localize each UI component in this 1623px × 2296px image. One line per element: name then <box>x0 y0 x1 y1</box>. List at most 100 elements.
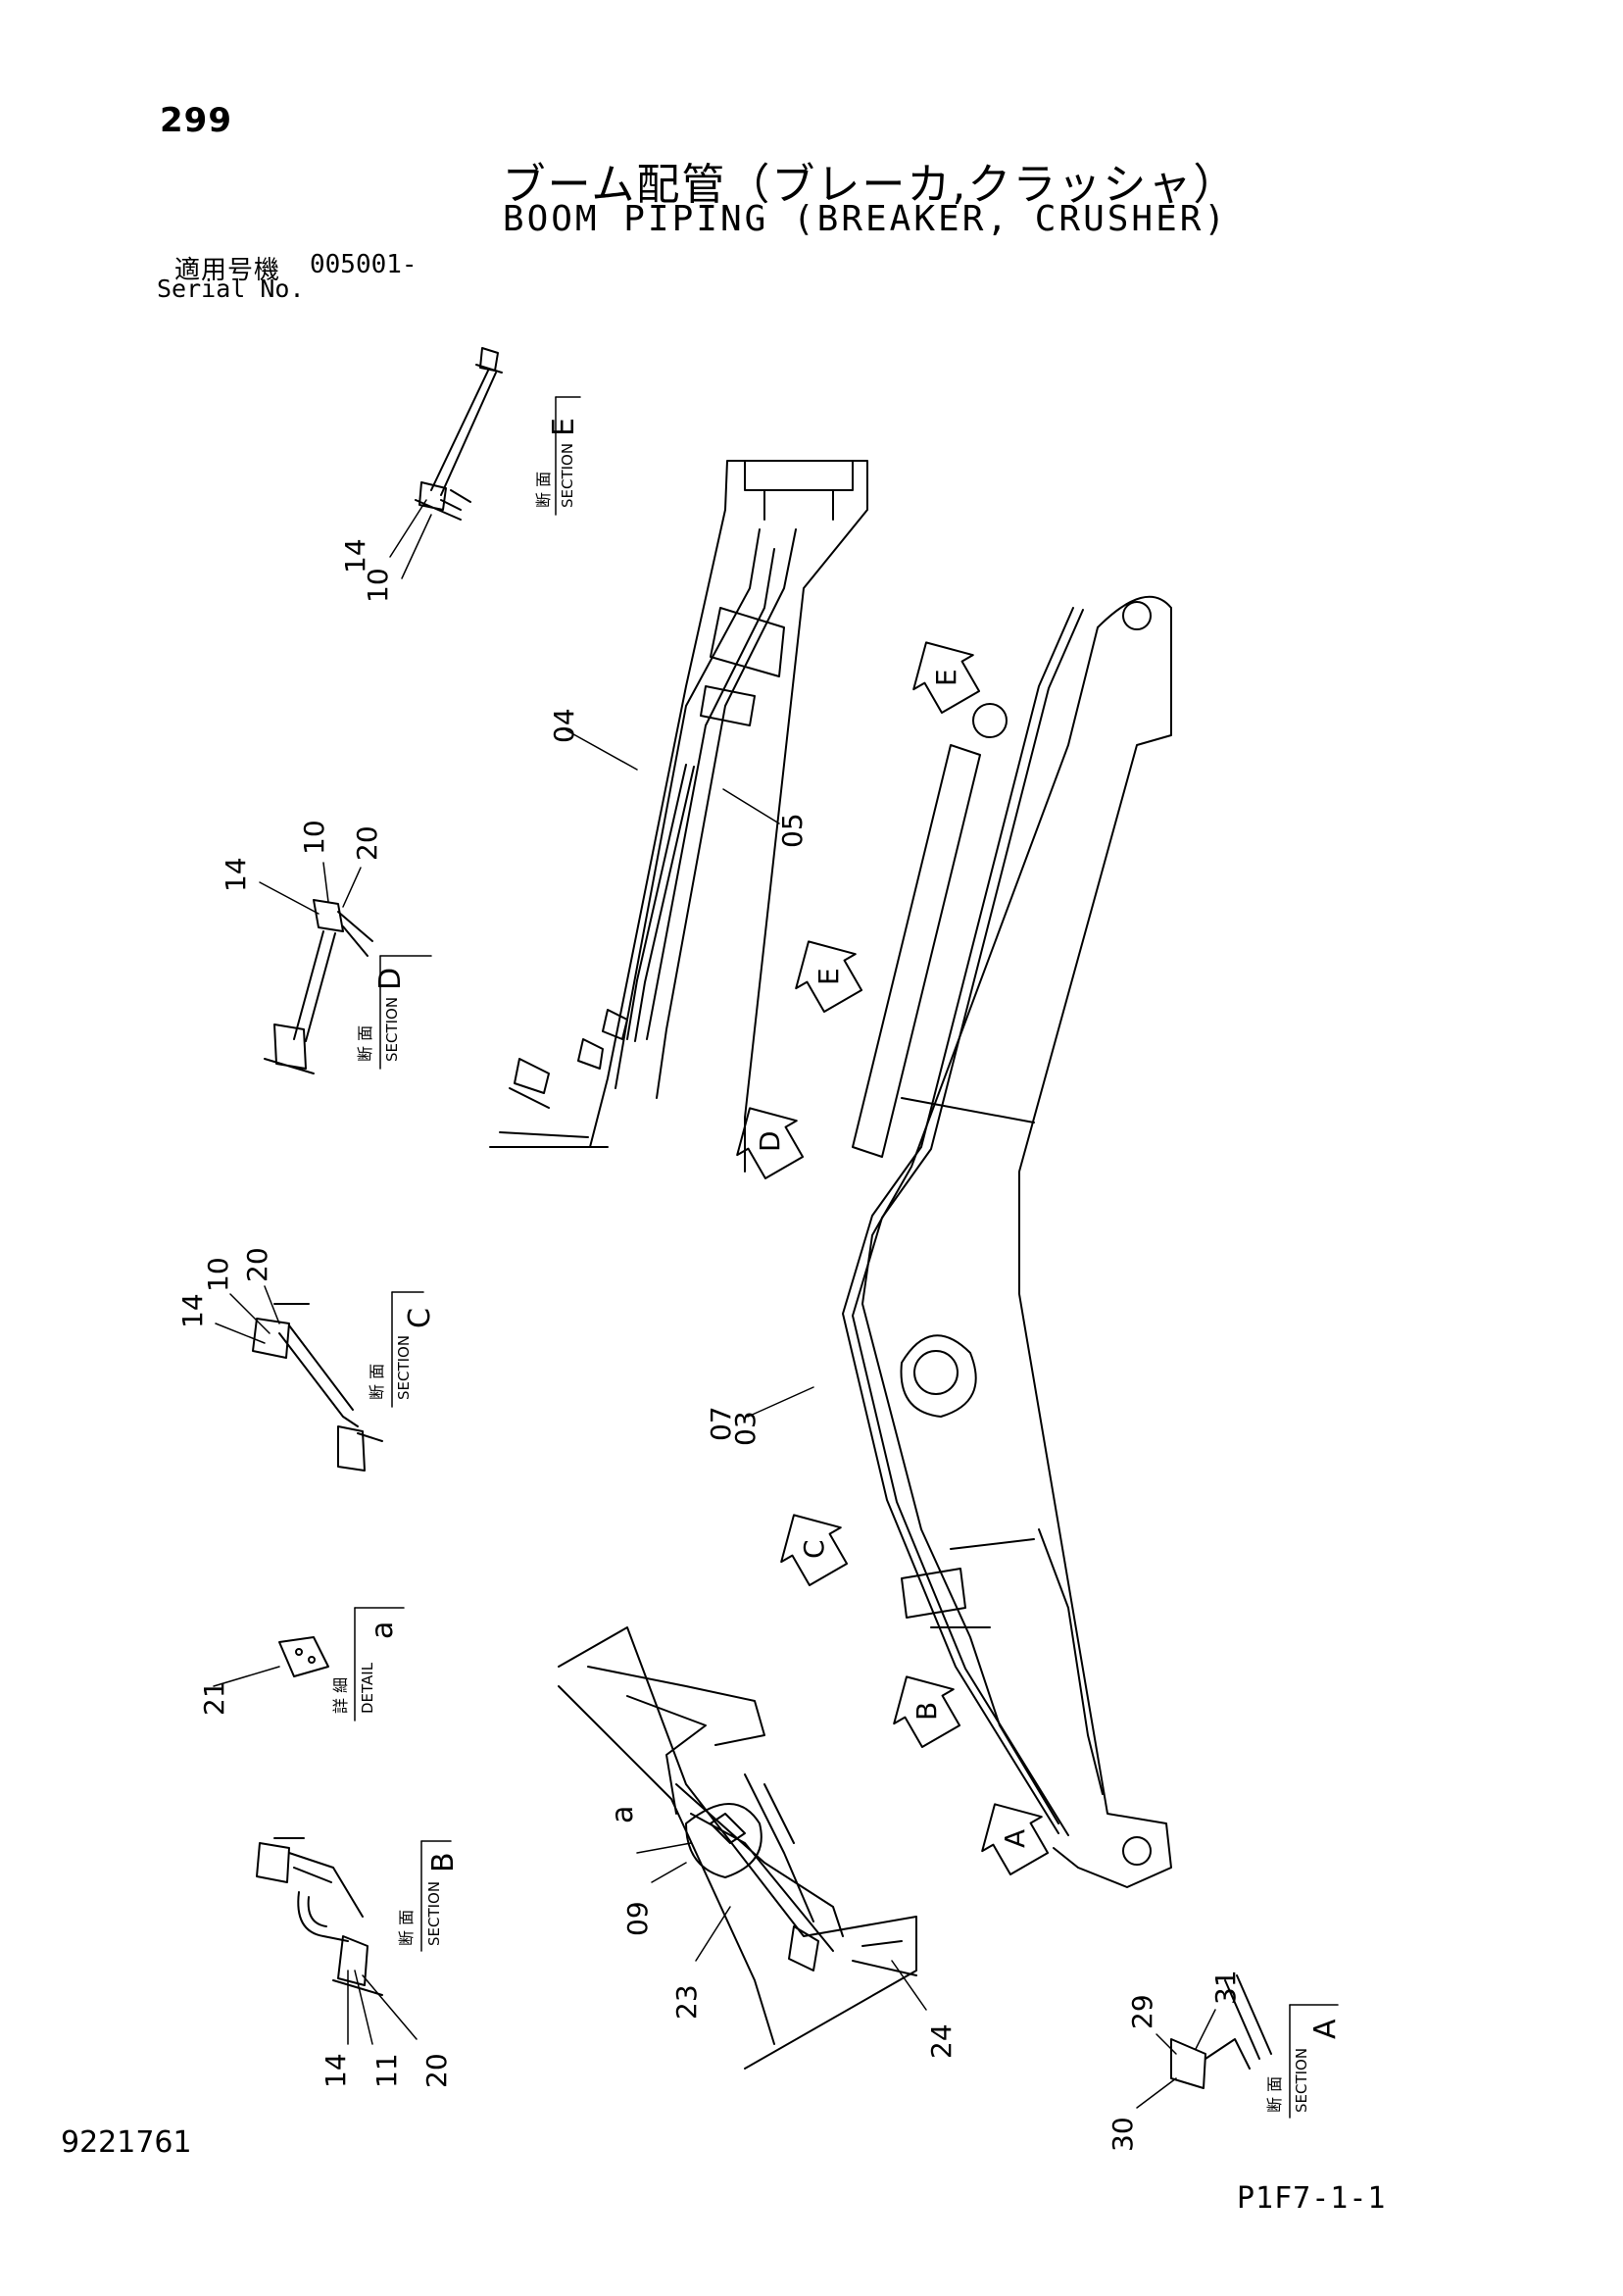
callout-number: 14 <box>176 1293 209 1328</box>
section-letter: C <box>403 1308 437 1328</box>
leader-line <box>362 1974 418 2040</box>
leader-line <box>229 1293 270 1334</box>
callout-number: 11 <box>370 2053 403 2088</box>
section-a-detail: 29 31 30 <box>1107 1970 1272 2152</box>
callout-number: 09 <box>621 1901 654 1936</box>
leader-line <box>747 1386 814 1418</box>
boom-main-view: 07 03 <box>705 595 1172 1888</box>
section-label-jp: 断 面 <box>534 472 553 508</box>
section-letter: D <box>373 968 408 990</box>
leader-line <box>651 1862 687 1883</box>
section-d-detail: 14 10 20 <box>220 820 383 1074</box>
pin-hole <box>1122 1836 1152 1866</box>
callout-number: 10 <box>298 820 330 855</box>
leader-line <box>1195 2009 1216 2050</box>
clamp-drawing <box>415 481 462 521</box>
document-number: 9221761 <box>61 2125 192 2160</box>
pipe-drawing <box>430 370 497 496</box>
view-arrow-b: B <box>893 1675 961 1748</box>
callout-number: 14 <box>339 538 371 574</box>
section-b-label: 断 面 SECTION B <box>397 1840 461 1952</box>
detail-label-jp: 詳 細 <box>331 1677 350 1714</box>
leader-line <box>891 1960 927 2011</box>
leader-line <box>264 1285 280 1324</box>
view-arrow-c: C <box>780 1514 849 1586</box>
view-arrow-e-lower: E <box>795 940 863 1013</box>
leader-line <box>342 867 362 908</box>
section-d-label: 断 面 SECTION D <box>356 955 432 1070</box>
callout-number: 29 <box>1126 1994 1158 2029</box>
callout-number: 07 <box>705 1406 737 1441</box>
view-arrows: E E D C B A <box>736 641 1050 1875</box>
callout-number: 21 <box>198 1680 230 1716</box>
callout-letter: a <box>606 1806 640 1823</box>
callout-number: 24 <box>925 2023 958 2059</box>
callout-number: 10 <box>202 1257 234 1292</box>
cylinder <box>852 744 981 1158</box>
section-c-detail: 14 10 20 <box>176 1247 383 1472</box>
callout-number: 04 <box>548 708 580 743</box>
view-arrow-letter: B <box>910 1702 943 1721</box>
clamp-drawing <box>475 347 503 374</box>
section-e-detail: 14 10 <box>339 347 503 603</box>
section-label-jp: 断 面 <box>397 1910 416 1946</box>
section-label-en: SECTION <box>559 443 576 508</box>
detail-letter: a <box>366 1622 400 1639</box>
callout-number: 10 <box>362 568 394 603</box>
leader-line <box>354 1970 373 2045</box>
callout-number: 20 <box>351 825 383 861</box>
section-label-en: SECTION <box>383 997 401 1062</box>
callout-number: 05 <box>776 813 809 848</box>
section-letter: A <box>1308 2019 1343 2039</box>
section-letter: B <box>426 1852 461 1872</box>
leader-line <box>259 881 320 915</box>
page-number: 299 <box>160 101 232 140</box>
boom-foot-pin <box>900 1334 977 1418</box>
section-b-detail: 14 11 20 <box>256 1837 453 2088</box>
view-arrow-a: A <box>981 1803 1050 1875</box>
page-reference: P1F7-1-1 <box>1237 2181 1387 2216</box>
leader-line <box>1136 2077 1177 2109</box>
callout-number: 03 <box>729 1411 762 1446</box>
section-e-label: 断 面 SECTION E <box>534 396 581 516</box>
leader-line <box>322 862 329 903</box>
serial-range: 005001- <box>310 250 418 279</box>
page-title-english: BOOM PIPING (BREAKER, CRUSHER) <box>502 199 1229 239</box>
section-label-en: SECTION <box>395 1335 413 1400</box>
leader-line <box>566 729 638 771</box>
serial-label-japanese: 適用号機 <box>174 256 281 285</box>
section-label-jp: 断 面 <box>356 1025 374 1062</box>
view-arrow-letter: D <box>754 1130 786 1152</box>
view-arrow-letter: E <box>812 968 845 985</box>
section-label-jp: 断 面 <box>368 1364 386 1400</box>
section-letter: E <box>547 418 581 436</box>
callout-number: 20 <box>420 2053 453 2088</box>
detail-a-drawing: 21 <box>198 1636 329 1716</box>
section-a-label: 断 面 SECTION A <box>1265 2004 1343 2119</box>
section-label-jp: 断 面 <box>1265 2076 1284 2113</box>
boom-base-view: a 09 23 24 <box>558 1626 958 2070</box>
detail-a-label: 詳 細 DETAIL a <box>331 1607 405 1722</box>
pin-hole <box>972 703 1008 738</box>
callout-number: 20 <box>241 1247 273 1282</box>
bracket-drawing <box>440 489 471 511</box>
page-title-japanese: ブーム配管（ブレーカ,クラッシャ） <box>502 160 1239 210</box>
leader-line <box>636 1842 692 1854</box>
serial-label-english: Serial No. <box>157 275 305 303</box>
pin-hole <box>1122 601 1152 630</box>
arm-upper-view: 04 05 <box>489 460 868 1173</box>
callout-number: 23 <box>670 1984 703 2020</box>
section-c-label: 断 面 SECTION C <box>368 1291 437 1408</box>
leader-line <box>389 499 427 558</box>
section-label-en: SECTION <box>425 1881 443 1946</box>
view-arrow-e-upper: E <box>912 641 981 714</box>
section-label-en: SECTION <box>1293 2048 1310 2113</box>
callout-number: 30 <box>1107 2117 1139 2152</box>
leader-line <box>695 1906 731 1962</box>
leader-line <box>401 514 432 579</box>
callout-number: 14 <box>320 2053 352 2088</box>
leader-line <box>215 1323 266 1344</box>
view-arrow-d: D <box>736 1107 805 1179</box>
leader-line <box>722 788 780 824</box>
